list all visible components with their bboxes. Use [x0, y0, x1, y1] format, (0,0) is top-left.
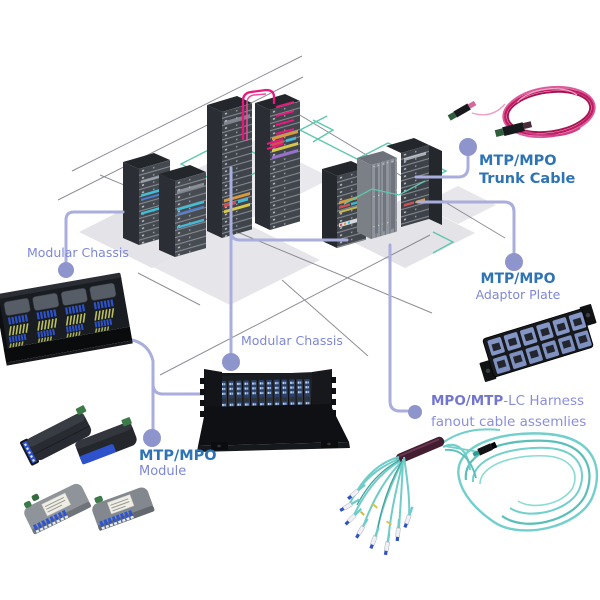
rack-link-pink-cable	[241, 88, 295, 151]
label-harness-line1: MPO/MTP-LC Harness	[431, 393, 585, 409]
label-trunk-cable-line1: MTP/MPO	[479, 153, 557, 169]
mtp-module-black-1	[20, 405, 92, 466]
node-dots	[58, 138, 523, 447]
connector-line-adaptor	[416, 200, 516, 255]
trunk-cable-image	[447, 85, 596, 139]
mtp-module-gray-2	[92, 487, 155, 531]
connector-line-trunk	[414, 154, 470, 179]
furcation-sleeve	[395, 436, 445, 464]
label-modular-chassis-center: Modular Chassis	[241, 333, 343, 348]
harness-cable-image	[339, 428, 599, 556]
teal-wire-through-racks	[343, 180, 426, 205]
mtp-module-gray-1	[23, 483, 92, 535]
label-modular-chassis-left: Modular Chassis	[27, 245, 129, 260]
label-adaptor-plate-line2: Adaptor Plate	[475, 287, 561, 302]
connector-line-left-chassis	[64, 210, 125, 264]
mpo-connector-icon	[447, 100, 477, 121]
label-harness-line2: fanout cable assemlies	[431, 414, 587, 430]
label-mtp-module-line1: MTP/MPO	[139, 448, 217, 464]
adaptor-plate-image	[479, 304, 597, 382]
node-dot	[58, 262, 74, 278]
connector-line-rack-to-rack	[229, 229, 349, 242]
connector-line-module-to-chassis	[151, 382, 207, 396]
label-trunk-cable: MTP/MPO Trunk Cable	[479, 152, 575, 188]
label-adaptor-plate-line1: MTP/MPO	[480, 271, 556, 287]
node-dot	[143, 429, 161, 447]
connector-line-module	[130, 338, 155, 432]
server-rack-group-right	[322, 138, 442, 248]
label-trunk-cable-line2: Trunk Cable	[479, 171, 576, 187]
patch-panel-image	[0, 272, 133, 366]
label-mtp-module-line2: Module	[139, 464, 187, 479]
node-dot	[222, 353, 240, 371]
label-adaptor-plate: MTP/MPO Adaptor Plate	[462, 271, 574, 303]
label-mtp-module: MTP/MPO Module	[139, 448, 217, 480]
lc-connector-cluster	[339, 483, 414, 556]
node-dot	[408, 405, 422, 419]
server-rack-pair-left	[123, 153, 206, 257]
connector-line-harness	[388, 243, 409, 413]
node-dot	[505, 253, 523, 271]
node-dot	[459, 138, 477, 156]
connector-lines	[64, 154, 516, 432]
mpo-connector-icon	[472, 441, 498, 457]
mpo-connector-icon	[494, 121, 533, 137]
mtp-module-images	[20, 405, 155, 535]
mtp-module-black-2	[75, 417, 137, 465]
label-harness: MPO/MTP-LC Harness fanout cable assemlie…	[431, 391, 586, 433]
modular-chassis-image	[197, 369, 350, 452]
